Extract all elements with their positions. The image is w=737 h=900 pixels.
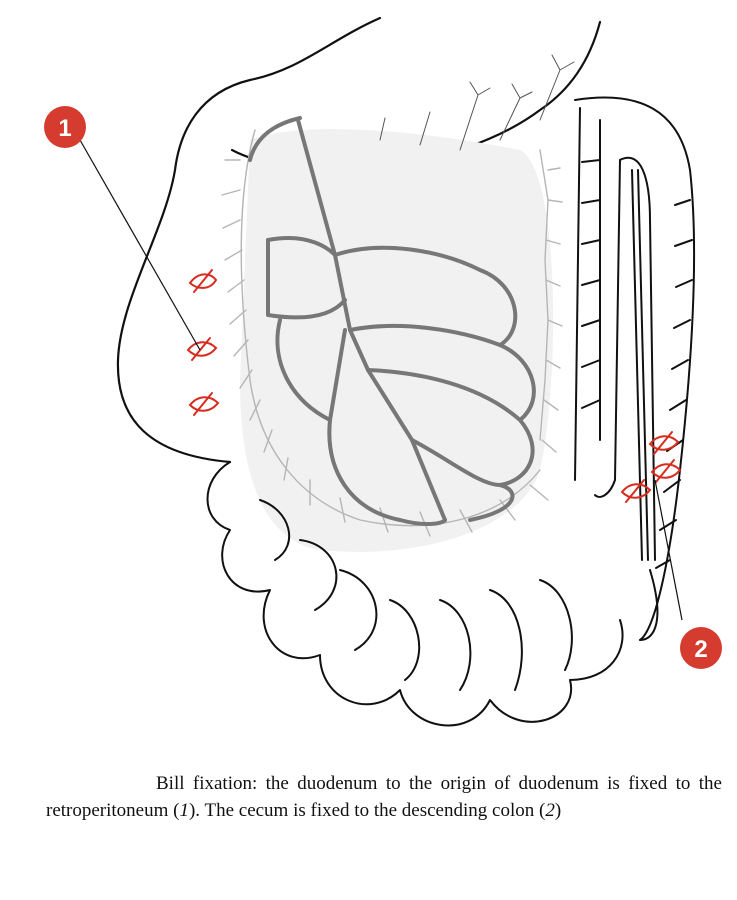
- descending-colon: [574, 96, 696, 641]
- marker-1: 1: [44, 106, 86, 148]
- figure-caption: Bill fixation: the duodenum to the origi…: [46, 770, 722, 824]
- suture-mark: [188, 392, 220, 416]
- marker-2: 2: [680, 627, 722, 669]
- mesenteric-vessels: [221, 129, 563, 537]
- leader-line-1: [79, 139, 201, 351]
- suture-mark: [648, 431, 680, 455]
- caption-text-b: ). The cecum is fixed to the descending …: [188, 800, 546, 821]
- mesentery: [240, 129, 554, 552]
- marker-2-label: 2: [694, 636, 707, 663]
- suture-mark: [620, 479, 652, 503]
- marker-1-label: 1: [58, 115, 71, 142]
- caption-text-a: Bill fixation: the duodenum to the origi…: [46, 773, 722, 821]
- caption-ref-2: 2: [545, 800, 555, 821]
- bill-fixation-illustration: 1 2: [44, 16, 722, 727]
- suture-mark: [186, 337, 218, 361]
- leader-lines: [79, 139, 683, 621]
- suture-marks: [186, 269, 682, 503]
- suture-mark: [188, 269, 218, 293]
- caption-text-c: ): [554, 800, 562, 821]
- suture-mark: [650, 459, 682, 483]
- leader-line-2: [654, 479, 683, 621]
- caption-ref-1: 1: [179, 800, 189, 821]
- gastroepiploic-vessels: [379, 54, 575, 151]
- ileal-loops-outline: [206, 461, 624, 727]
- small-bowel-loops: [248, 116, 536, 527]
